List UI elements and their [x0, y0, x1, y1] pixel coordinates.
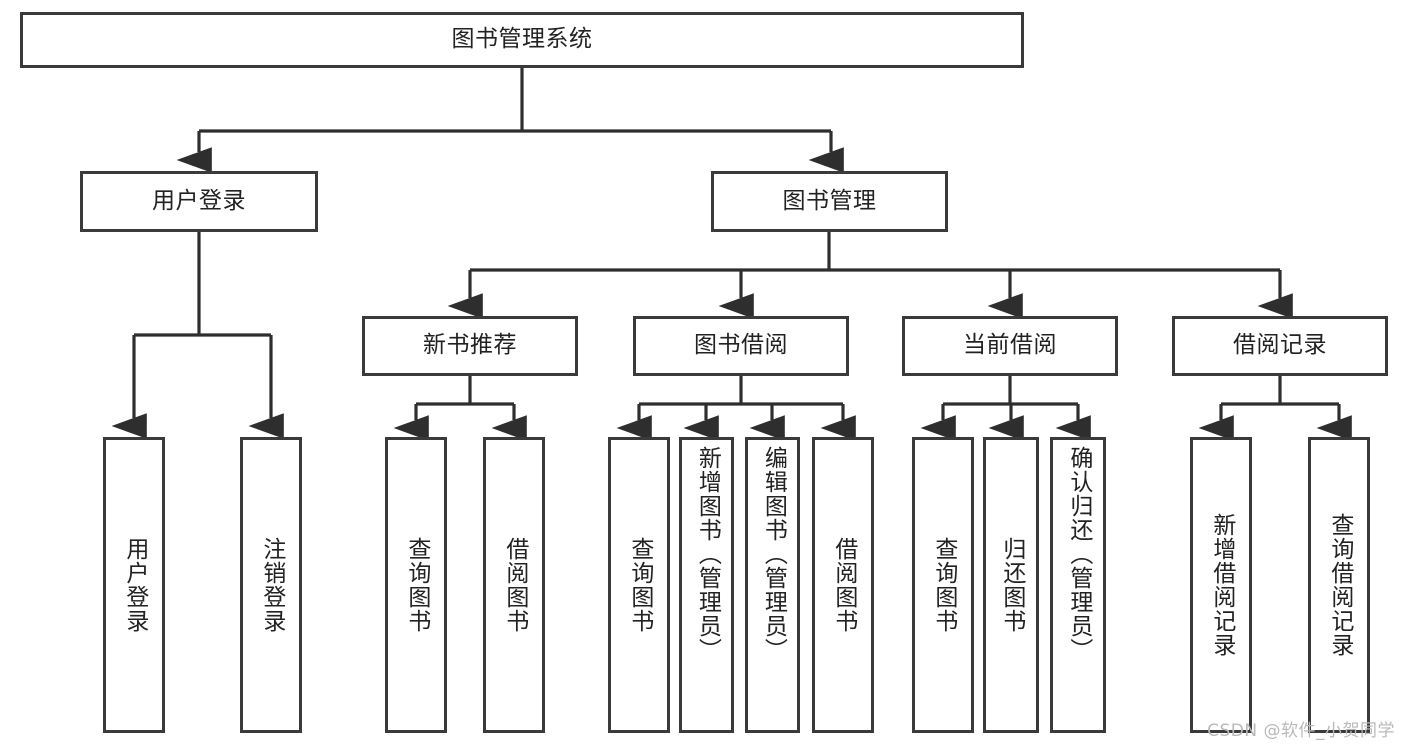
node-book-borrow-label: 图书借阅: [694, 332, 788, 359]
node-leaf-query-borrow-record[interactable]: 查询借阅记录: [1308, 437, 1370, 733]
node-leaf-return-book-label: 归还图书: [998, 537, 1025, 633]
node-leaf-user-login-label: 用户登录: [121, 537, 148, 633]
node-user-login-label: 用户登录: [152, 187, 246, 214]
node-leaf-edit-book-admin-label: 编辑图书（管理员）: [760, 446, 787, 662]
node-user-login[interactable]: 用户登录: [80, 171, 318, 232]
node-book-borrow[interactable]: 图书借阅: [633, 316, 849, 376]
node-leaf-borrow-book-2-label: 借阅图书: [830, 537, 857, 633]
node-leaf-return-book[interactable]: 归还图书: [983, 437, 1039, 733]
node-root-label: 图书管理系统: [451, 26, 593, 53]
node-root[interactable]: 图书管理系统: [20, 12, 1024, 68]
node-leaf-query-book-1-label: 查询图书: [403, 537, 430, 633]
node-leaf-borrow-book-1[interactable]: 借阅图书: [483, 437, 545, 733]
node-leaf-add-borrow-record[interactable]: 新增借阅记录: [1190, 437, 1252, 733]
node-leaf-add-borrow-record-label: 新增借阅记录: [1208, 513, 1235, 657]
node-leaf-query-book-1[interactable]: 查询图书: [385, 437, 447, 733]
node-leaf-edit-book-admin[interactable]: 编辑图书（管理员）: [745, 437, 800, 733]
watermark-text: CSDN @软件_小贺同学: [1207, 721, 1395, 741]
node-new-book-recommend-label: 新书推荐: [423, 332, 517, 359]
node-new-book-recommend[interactable]: 新书推荐: [362, 316, 578, 376]
node-leaf-confirm-return-admin[interactable]: 确认归还（管理员）: [1050, 437, 1106, 733]
node-borrow-record-label: 借阅记录: [1233, 332, 1327, 359]
node-leaf-add-book-admin[interactable]: 新增图书（管理员）: [679, 437, 734, 733]
node-current-borrow[interactable]: 当前借阅: [902, 316, 1118, 376]
node-book-manage-label: 图书管理: [782, 187, 877, 214]
node-leaf-query-book-2[interactable]: 查询图书: [608, 437, 670, 733]
node-leaf-borrow-book-1-label: 借阅图书: [501, 537, 528, 633]
node-current-borrow-label: 当前借阅: [963, 332, 1057, 359]
node-leaf-user-logout[interactable]: 注销登录: [240, 437, 302, 733]
node-leaf-query-book-2-label: 查询图书: [626, 537, 653, 633]
node-leaf-query-borrow-record-label: 查询借阅记录: [1326, 513, 1353, 657]
node-leaf-borrow-book-2[interactable]: 借阅图书: [812, 437, 874, 733]
node-leaf-user-logout-label: 注销登录: [258, 537, 285, 633]
node-leaf-query-book-3[interactable]: 查询图书: [912, 437, 974, 733]
node-leaf-user-login[interactable]: 用户登录: [103, 437, 165, 733]
node-borrow-record[interactable]: 借阅记录: [1172, 316, 1388, 376]
node-leaf-query-book-3-label: 查询图书: [930, 537, 957, 633]
node-leaf-add-book-admin-label: 新增图书（管理员）: [694, 446, 721, 662]
node-leaf-confirm-return-admin-label: 确认归还（管理员）: [1065, 446, 1092, 662]
node-book-manage[interactable]: 图书管理: [711, 171, 948, 232]
